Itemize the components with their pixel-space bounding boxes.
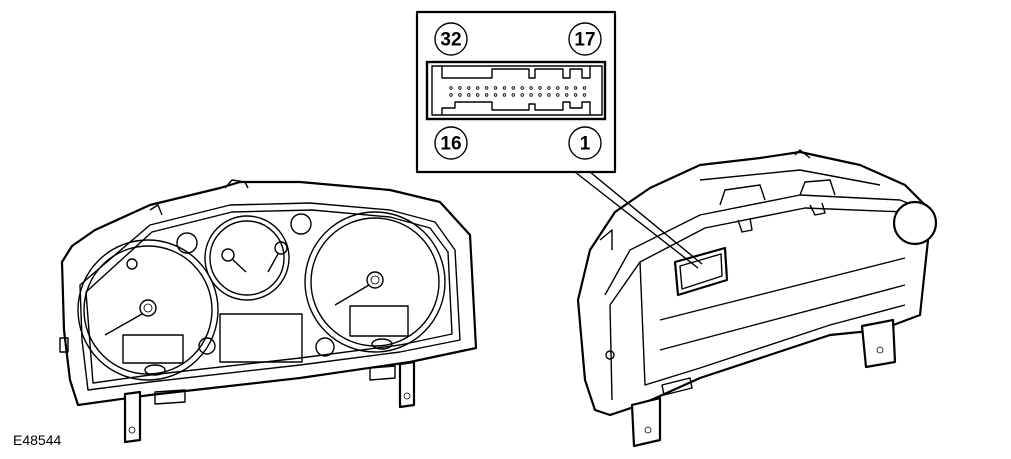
connector-pin (502, 93, 507, 97)
connector-pin (458, 93, 462, 97)
instrument-cluster-front-view (59, 179, 478, 444)
connector-pin (484, 93, 489, 97)
pin-label-1: 1 (580, 134, 591, 155)
connector-pin (493, 86, 498, 90)
connector-pin (547, 93, 551, 97)
pin-label-17: 17 (574, 30, 595, 51)
connector-pin (538, 93, 542, 97)
connector-pin (565, 93, 569, 97)
connector-pin (573, 86, 578, 90)
pin-label-16: 16 (440, 134, 461, 155)
connector-pin (511, 93, 515, 97)
connector-pin (556, 86, 560, 90)
connector-pin (538, 86, 542, 90)
connector-pin (556, 93, 560, 97)
connector-pin (520, 93, 524, 97)
connector-pin (458, 86, 462, 90)
figure-id-label: E48544 (13, 432, 62, 448)
connector-pins (449, 86, 587, 97)
connector-pin (484, 86, 489, 90)
pin-label-32: 32 (440, 30, 461, 51)
connector-pin (529, 86, 533, 90)
connector-pin (529, 93, 533, 97)
leader-line (574, 171, 699, 269)
pin-32-callout (434, 22, 468, 56)
connector-pin (467, 93, 471, 97)
connector-pin (582, 86, 587, 90)
connector-pin (493, 93, 498, 97)
connector-pin (565, 86, 569, 90)
pin-16-callout (434, 126, 468, 160)
instrument-cluster-rear-view (576, 149, 938, 448)
connector-pin (582, 93, 587, 97)
connector-pin (476, 93, 480, 97)
pin-1-callout (568, 126, 602, 160)
connector-inset: 32 17 16 1 (415, 10, 703, 269)
connector-pin (476, 86, 480, 90)
connector-pin (573, 93, 578, 97)
connector-pin (449, 93, 453, 97)
connector-pin (511, 86, 515, 90)
connector-pin (502, 86, 507, 90)
pin-17-callout (568, 22, 602, 56)
connector-pin (449, 86, 453, 90)
connector-pin (520, 86, 524, 90)
connector-pin (467, 86, 471, 90)
connector-pin (547, 86, 551, 90)
